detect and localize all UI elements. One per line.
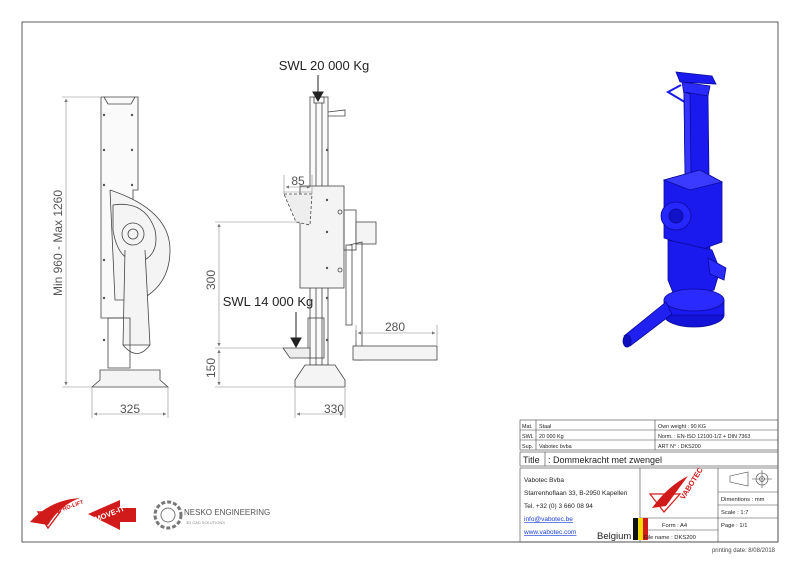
website-link[interactable]: www.vabotec.com [523, 529, 576, 536]
swl-top-label: SWL 20 000 Kg [279, 58, 370, 73]
nesko-subtitle: 3D CAD SOLUTIONS [186, 520, 225, 525]
spec-weight: Own weight : 90 KG [658, 424, 706, 430]
dim-height-range: Min 960 - Max 1260 [51, 190, 65, 296]
dim-300: 300 [204, 270, 218, 290]
load-arrows [290, 75, 324, 349]
company-tel: Tel. +32 (0) 3 660 08 94 [524, 503, 593, 510]
swl-bottom-label: SWL 14 000 Kg [223, 294, 314, 309]
company-name: Vabotec Bvba [524, 477, 564, 484]
spec-swl-value: 20 000 Kg [539, 434, 564, 440]
dim-330: 330 [324, 402, 344, 416]
spec-mat-value: Staal [539, 424, 551, 430]
dim-150: 150 [204, 358, 218, 378]
nesko-logo: NESKO ENGINEERING 3D CAD SOLUTIONS [153, 500, 270, 530]
front-dimensions [62, 96, 169, 418]
sheet-border [21, 21, 779, 543]
spec-table [519, 419, 779, 451]
belgium-flag [633, 518, 648, 540]
prolift-logo: PRO-LIFT [30, 498, 85, 530]
company-address: Starrenhoflaan 33, B-2950 Kapellen [524, 490, 628, 497]
front-view [90, 96, 171, 388]
nesko-wordmark: NESKO ENGINEERING [184, 508, 270, 517]
spec-sup-label: Sup. [522, 444, 533, 450]
spec-swl-label: SWL [522, 434, 534, 440]
spec-art: ART N° : DKS200 [658, 444, 701, 450]
side-dimensions [215, 175, 438, 418]
spec-sup-value: Vabotec bvba [539, 444, 572, 450]
side-view [282, 96, 438, 388]
jack-3d-render [622, 71, 727, 348]
file-name: File name : DKS200 [644, 535, 696, 541]
dim-width-front: 325 [120, 402, 140, 416]
vabotec-logo: VABOTEC [648, 465, 705, 513]
title-value: : Dommekracht met zwengel [548, 455, 662, 465]
projection-symbol-icon [729, 470, 772, 488]
email-link[interactable]: info@vabotec.be [524, 516, 573, 523]
form-size: Form : A4 [662, 523, 688, 529]
spec-mat-label: Mat. [522, 424, 532, 430]
dim-85: 85 [291, 174, 305, 188]
title-label: Title [523, 455, 540, 465]
scale: Scale : 1:7 [721, 510, 748, 516]
dim-280: 280 [385, 320, 405, 334]
printing-date: printing date: 8/08/2018 [712, 548, 776, 554]
moveit-logo: MOVE-IT [88, 500, 136, 530]
country-label: Belgium [597, 531, 631, 542]
dimensions-unit: Dimentions : mm [721, 497, 765, 503]
page-number: Page : 1/1 [721, 523, 747, 529]
spec-norm: Norm. : EN-ISO 12100-1/2 + DIN 7363 [658, 434, 750, 440]
